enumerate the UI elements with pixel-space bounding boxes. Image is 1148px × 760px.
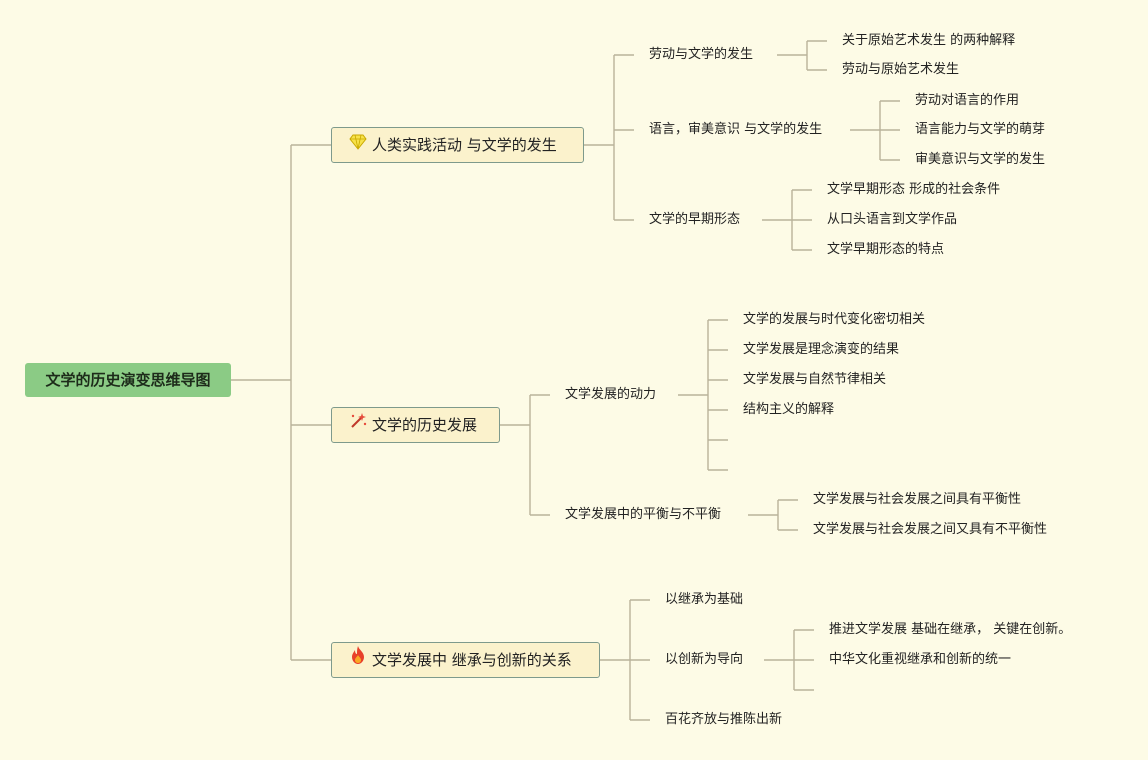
root-topic[interactable]: 文学的历史演变思维导图: [25, 363, 231, 397]
connector-main1: [584, 54, 634, 221]
subtopic-driving-forces[interactable]: 文学发展的动力: [565, 387, 657, 402]
fire-icon: [348, 643, 368, 677]
subtopic-language-aesthetics[interactable]: 语言，审美意识 与文学的发生: [649, 122, 823, 137]
connector-m1s1: [777, 40, 827, 71]
leaf-topic[interactable]: 文学发展与社会发展之间又具有不平衡性: [813, 522, 1048, 537]
subtopic-balance[interactable]: 文学发展中的平衡与不平衡: [565, 507, 722, 522]
leaf-topic[interactable]: 文学的发展与时代变化密切相关: [743, 312, 926, 327]
connector-m1s3: [762, 189, 812, 251]
connector-m1s2: [850, 100, 900, 161]
main-topic-label: 人类实践活动 与文学的发生: [372, 136, 557, 154]
leaf-topic[interactable]: 结构主义的解释: [743, 402, 835, 417]
connector-m2s2: [748, 499, 798, 531]
leaf-topic[interactable]: 文学早期形态 形成的社会条件: [827, 182, 1001, 197]
subtopic-labor-literature[interactable]: 劳动与文学的发生: [649, 47, 754, 62]
connector-m2s1: [678, 319, 728, 471]
magic-wand-icon: [348, 408, 368, 442]
leaf-topic[interactable]: 劳动对语言的作用: [915, 93, 1020, 108]
main-topic-historical-development[interactable]: 文学的历史发展: [331, 407, 500, 443]
subtopic-early-forms[interactable]: 文学的早期形态: [649, 212, 741, 227]
leaf-topic[interactable]: 从口头语言到文学作品: [827, 212, 958, 227]
main-topic-inheritance-innovation[interactable]: 文学发展中 继承与创新的关系: [331, 642, 600, 678]
leaf-topic[interactable]: 文学发展与自然节律相关: [743, 372, 887, 387]
main-topic-label: 文学发展中 继承与创新的关系: [372, 651, 572, 669]
connector-m3s2: [764, 629, 814, 691]
subtopic-hundred-flowers[interactable]: 百花齐放与推陈出新: [665, 712, 783, 727]
connector-main2: [500, 394, 550, 516]
diamond-icon: [348, 128, 368, 162]
leaf-topic[interactable]: 文学发展与社会发展之间具有平衡性: [813, 492, 1022, 507]
connector-root: [231, 144, 331, 661]
leaf-topic[interactable]: 劳动与原始艺术发生: [842, 62, 960, 77]
leaf-topic[interactable]: 推进文学发展 基础在继承， 关键在创新。: [829, 622, 1072, 637]
subtopic-inheritance-basis[interactable]: 以继承为基础: [665, 592, 744, 607]
leaf-topic[interactable]: 审美意识与文学的发生: [915, 152, 1046, 167]
leaf-topic[interactable]: 语言能力与文学的萌芽: [915, 122, 1046, 137]
leaf-topic[interactable]: 中华文化重视继承和创新的统一: [829, 652, 1012, 667]
leaf-topic[interactable]: 关于原始艺术发生 的两种解释: [842, 33, 1016, 48]
main-topic-label: 文学的历史发展: [372, 416, 478, 434]
subtopic-innovation-orientation[interactable]: 以创新为导向: [665, 652, 744, 667]
leaf-topic[interactable]: 文学早期形态的特点: [827, 242, 945, 257]
connector-main3: [600, 599, 650, 721]
main-topic-practice[interactable]: 人类实践活动 与文学的发生: [331, 127, 584, 163]
leaf-topic[interactable]: 文学发展是理念演变的结果: [743, 342, 900, 357]
